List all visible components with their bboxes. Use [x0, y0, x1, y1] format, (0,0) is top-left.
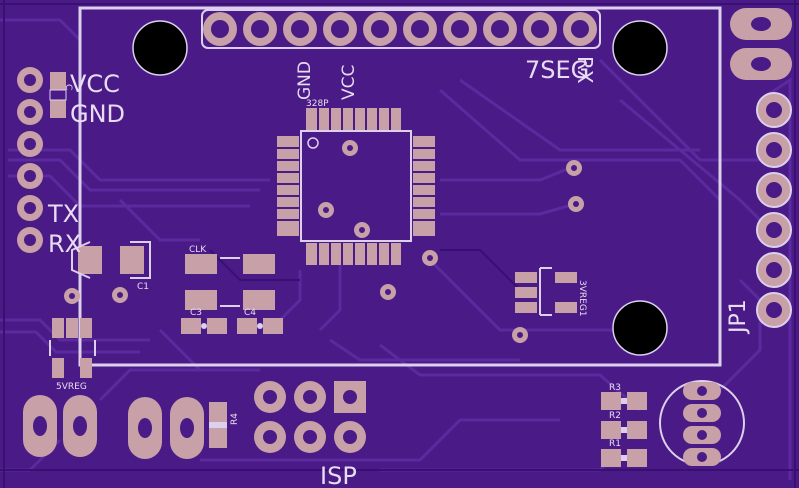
label-mcu: 328P	[306, 99, 329, 109]
mounting-holes	[132, 20, 668, 356]
label-5vreg: 5VREG	[56, 382, 87, 392]
regulator-5v	[49, 318, 96, 378]
label-c3: C3	[190, 308, 202, 318]
label-r1: R1	[609, 439, 621, 449]
power-input-pads	[23, 395, 204, 459]
power-jack-pads	[730, 8, 792, 80]
label-7seg: 7SEG	[525, 56, 589, 84]
label-cap-c: C	[63, 84, 73, 90]
left-header	[17, 67, 43, 253]
isp-header	[254, 381, 366, 453]
label-c4: C4	[244, 308, 256, 318]
board-outline	[78, 6, 722, 367]
capacitors-c3-c4	[181, 318, 283, 334]
label-rx-top: RX	[573, 56, 597, 84]
label-gnd-left: GND	[70, 100, 125, 128]
label-vcc-header: VCC	[339, 65, 359, 100]
label-3vreg1: 3VREG1	[577, 280, 587, 317]
label-r3: R3	[609, 383, 621, 393]
label-r2: R2	[609, 411, 621, 421]
capacitor-c1	[71, 241, 151, 279]
label-tx: TX	[47, 200, 79, 228]
label-r4: R4	[230, 413, 240, 425]
label-isp: ISP	[320, 462, 357, 488]
label-gnd-header: GND	[295, 61, 315, 100]
label-jp1: JP1	[726, 299, 751, 335]
jp1-header	[756, 92, 792, 328]
resistors-r1-r3	[601, 392, 647, 467]
label-vcc-left: VCC	[70, 70, 120, 98]
mcu-328p	[277, 108, 435, 265]
via-holes	[69, 145, 579, 338]
decoupling-cap-c	[49, 72, 67, 118]
label-c1: C1	[137, 282, 149, 292]
round-connector	[659, 380, 745, 466]
crystal-clk	[185, 254, 275, 310]
label-rx: RX	[48, 230, 81, 258]
regulator-3v	[515, 267, 577, 316]
top-header	[201, 9, 601, 49]
label-clk: CLK	[189, 245, 207, 255]
resistor-r4	[209, 402, 227, 448]
